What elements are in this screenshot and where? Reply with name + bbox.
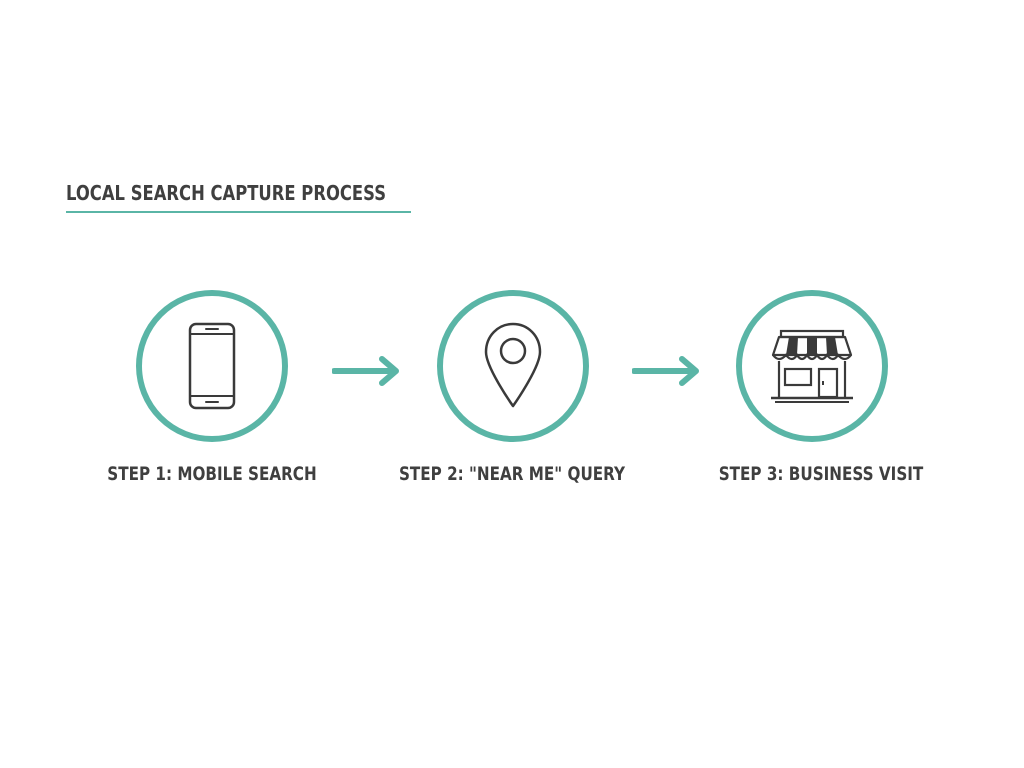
step-3-label: STEP 3: BUSINESS VISIT — [718, 463, 924, 485]
step-1-circle — [136, 290, 288, 442]
step-1-label: STEP 1: MOBILE SEARCH — [107, 463, 317, 485]
smartphone-icon — [188, 322, 236, 410]
step-3-circle — [736, 290, 888, 442]
step-2-label: STEP 2: "NEAR ME" QUERY — [398, 463, 626, 485]
map-pin-icon — [484, 322, 542, 408]
arrow-right-icon — [632, 356, 699, 386]
storefront-icon — [771, 329, 853, 403]
arrow-right-icon — [332, 356, 399, 386]
step-2-circle — [437, 290, 589, 442]
title-underline — [66, 211, 411, 213]
diagram-title: LOCAL SEARCH CAPTURE PROCESS — [66, 181, 387, 205]
